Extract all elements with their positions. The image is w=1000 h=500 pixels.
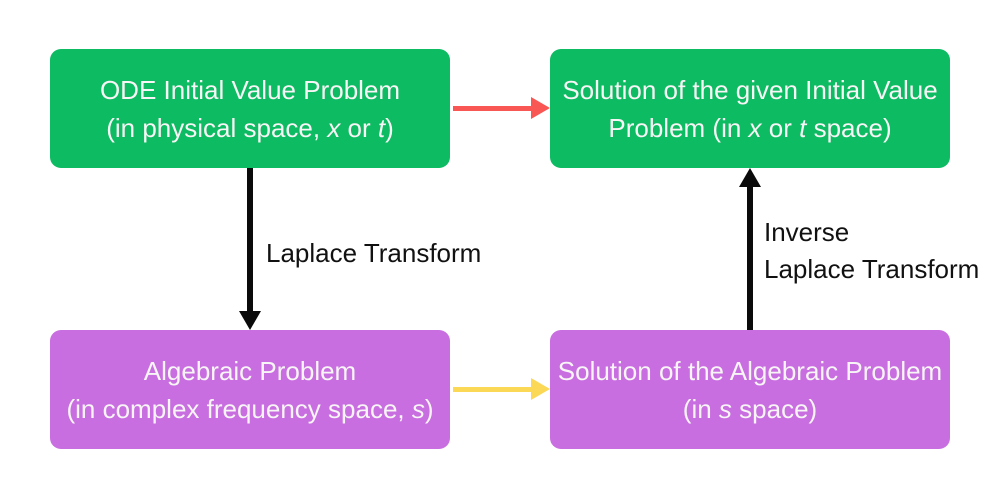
- arrow-shaft: [247, 168, 253, 312]
- text-segment: space): [731, 393, 818, 424]
- math-var-x: x: [327, 112, 341, 143]
- math-var-s: s: [718, 393, 732, 424]
- text-segment: space): [806, 112, 892, 143]
- box-line-1: Solution of the Algebraic Problem: [557, 355, 943, 386]
- math-var-x: x: [748, 112, 762, 143]
- text-segment: ): [424, 393, 434, 424]
- math-var-t: t: [377, 112, 386, 143]
- arrow-shaft: [747, 186, 753, 330]
- box-line-2: Problem (in x or t space): [608, 109, 891, 147]
- box-solution-of-algebraic-problem: Solution of the Algebraic Problem (in s …: [550, 330, 950, 449]
- label-line-1: Inverse: [764, 217, 850, 247]
- box-solution-of-ivp: Solution of the given Initial Value Prob…: [550, 49, 950, 168]
- math-var-s: s: [411, 393, 425, 424]
- box-algebraic-problem: Algebraic Problem (in complex frequency …: [50, 330, 450, 449]
- arrow-head-up: [739, 168, 761, 187]
- box-line-2: (in s space): [683, 390, 817, 428]
- arrow-shaft: [453, 106, 533, 111]
- text-segment: (in: [682, 393, 719, 424]
- arrow-head-right: [531, 378, 550, 400]
- text-segment: or: [340, 112, 378, 143]
- math-var-t: t: [799, 112, 807, 143]
- text-segment: ): [385, 112, 394, 143]
- box-line-2: (in complex frequency space, s): [66, 390, 433, 428]
- label-line-2: Laplace Transform: [764, 254, 980, 284]
- arrow-head-down: [239, 311, 261, 330]
- laplace-transform-label: Laplace Transform: [266, 238, 482, 268]
- arrow-head-right: [531, 97, 550, 119]
- text-segment: (in complex frequency space,: [66, 393, 412, 424]
- arrow-shaft: [453, 387, 533, 392]
- box-line-1: Solution of the given Initial Value: [562, 74, 938, 105]
- text-segment: Problem (in: [608, 112, 749, 143]
- box-ode-initial-value-problem: ODE Initial Value Problem (in physical s…: [50, 49, 450, 168]
- text-segment: or: [761, 112, 800, 143]
- box-line-2: (in physical space, x or t): [106, 109, 394, 147]
- text-segment: (in physical space,: [106, 112, 328, 143]
- box-line-1: ODE Initial Value Problem: [99, 74, 401, 105]
- box-line-1: Algebraic Problem: [143, 355, 357, 386]
- inverse-laplace-transform-label: Inverse Laplace Transform: [764, 214, 979, 288]
